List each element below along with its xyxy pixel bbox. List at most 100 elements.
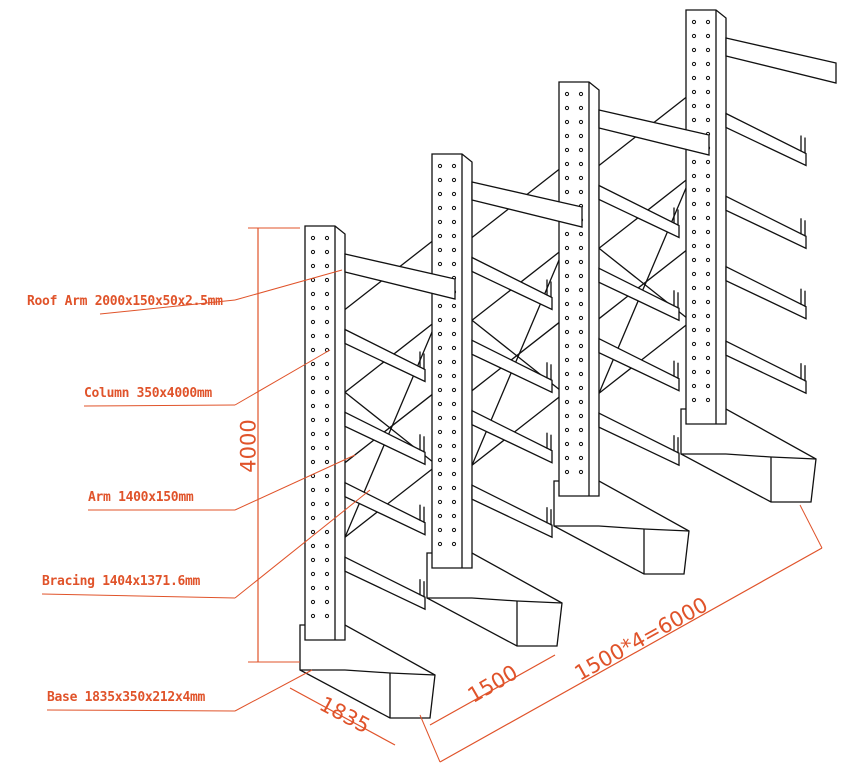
column-hole [310,459,316,465]
column-hole [705,89,711,95]
column-hole [437,331,443,337]
dimension-line-depth [289,687,396,746]
column-hole [705,103,711,109]
column-hole [310,249,316,255]
horizontal-tie [471,392,565,466]
column-hole [437,163,443,169]
column-hole [310,431,316,437]
column-hole [564,161,570,167]
column-hole [310,347,316,353]
dimension-line-total [439,547,823,763]
arm [344,411,426,466]
column-hole [451,345,457,351]
column-hole [451,191,457,197]
column-hole [564,147,570,153]
column-hole [451,359,457,365]
column-hole [451,387,457,393]
column-hole [705,355,711,361]
column-hole [691,117,697,123]
column-hole [310,571,316,577]
column-hole [451,401,457,407]
arm [344,481,426,536]
column-hole [324,361,330,367]
column-hole [705,19,711,25]
column-hole [564,301,570,307]
roof-arm [344,253,456,300]
column-hole [324,557,330,563]
column-hole [691,355,697,361]
column [431,153,473,569]
dimension-height: 4000 [236,419,261,473]
column-hole [451,303,457,309]
arm [344,556,426,611]
column-hole [324,291,330,297]
column-hole [324,501,330,507]
column-hole [705,327,711,333]
column-hole [691,271,697,277]
column-hole [705,215,711,221]
column-hole [564,189,570,195]
column-hole [324,613,330,619]
column-hole [564,385,570,391]
column-hole [691,299,697,305]
horizontal-tie [344,464,438,538]
extension-line [419,714,441,763]
roof-arm [471,181,583,228]
column-hole [310,599,316,605]
leader-line [234,489,371,599]
column-hole [310,543,316,549]
column-hole [437,345,443,351]
column-hole [324,417,330,423]
horizontal-tie [598,246,692,320]
column-hole [310,417,316,423]
column-hole [324,249,330,255]
column-hole [705,271,711,277]
column-hole [578,105,584,111]
column-hole [578,455,584,461]
column-hole [324,459,330,465]
column-hole [451,233,457,239]
column-hole [310,613,316,619]
column-hole [324,445,330,451]
column-hole [578,189,584,195]
leader-line [234,269,343,301]
column-hole [310,403,316,409]
column-hole [451,219,457,225]
column-hole [324,389,330,395]
column-hole [437,485,443,491]
column-hole [310,319,316,325]
column-hole [451,317,457,323]
column-hole [691,341,697,347]
column-hole [324,571,330,577]
column-hole [691,243,697,249]
label-arm: Arm 1400x150mm [88,490,194,505]
column-hole [310,487,316,493]
column [558,81,600,497]
column-hole [437,219,443,225]
column-hole [578,469,584,475]
column-hole [451,471,457,477]
column-hole [437,499,443,505]
column-hole [705,173,711,179]
leader-line [99,299,236,315]
column-hole [564,441,570,447]
column-hole [578,245,584,251]
arm [725,340,807,395]
column-hole [578,91,584,97]
column-hole [451,331,457,337]
column-hole [578,427,584,433]
column-hole [564,455,570,461]
column-hole [691,159,697,165]
column-hole [310,585,316,591]
column-hole [324,263,330,269]
column-hole [310,557,316,563]
base-edge [598,525,645,530]
column-hole [310,361,316,367]
column-hole [437,415,443,421]
arm [725,112,807,167]
column-hole [691,397,697,403]
base-edge [725,453,772,458]
base-edge [344,669,391,674]
